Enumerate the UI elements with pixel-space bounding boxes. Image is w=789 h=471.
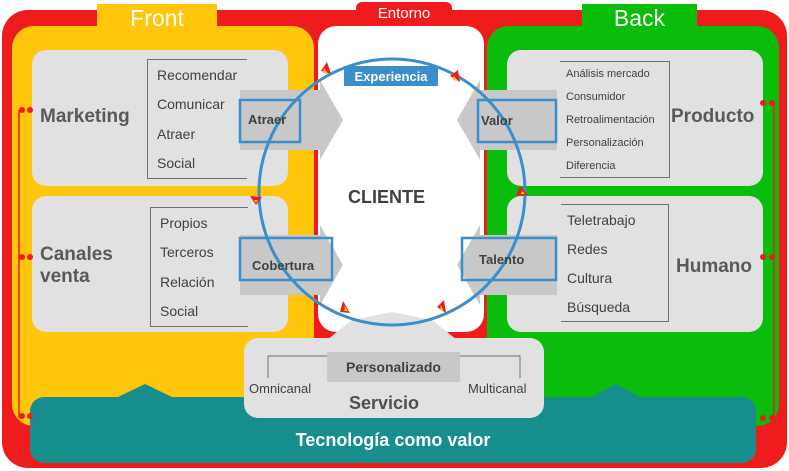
left-connector-dots	[19, 107, 33, 419]
list-item: Retroalimentación	[566, 113, 655, 126]
canales-list: Propios Terceros Relación Social	[150, 207, 248, 327]
humano-title: Humano	[676, 256, 752, 277]
cycle-marker-highlights	[254, 68, 525, 311]
list-item: Personalización	[566, 136, 644, 149]
list-item: Terceros	[160, 244, 214, 261]
valor-label: Valor	[481, 113, 513, 128]
personalizado-label: Personalizado	[327, 352, 460, 382]
list-item: Relación	[160, 273, 215, 290]
cobertura-label: Cobertura	[252, 258, 315, 273]
canales-title: Canales venta	[40, 244, 113, 288]
entorno-tab: Entorno	[356, 2, 452, 24]
list-item: Social	[157, 155, 196, 172]
cobertura-arrow	[240, 225, 343, 305]
list-item: Comunicar	[157, 96, 225, 113]
list-item: Atraer	[157, 125, 196, 142]
list-item: Propios	[160, 214, 208, 231]
producto-title: Producto	[671, 106, 755, 127]
marketing-title: Marketing	[40, 106, 130, 127]
list-item: Consumidor	[566, 90, 626, 103]
marketing-list: Recomendar Comunicar Atraer Social	[147, 59, 247, 179]
experiencia-label: Experiencia	[344, 66, 438, 86]
list-item: Recomendar	[157, 66, 238, 83]
tech-bump-right	[592, 384, 640, 397]
talento-arrow	[457, 225, 557, 305]
servicio-title: Servicio	[349, 393, 420, 413]
atraer-label: Atraer	[248, 112, 287, 127]
list-item: Diferencia	[566, 159, 616, 172]
list-item: Cultura	[567, 269, 613, 286]
canales-title-line2: venta	[40, 266, 90, 287]
canales-title-line1: Canales	[40, 244, 113, 265]
list-item: Social	[160, 303, 199, 320]
arrow-outlines	[238, 98, 558, 282]
producto-list: Análisis mercado Consumidor Retroaliment…	[560, 61, 670, 178]
right-connector-dots	[760, 100, 775, 421]
omnicanal-label: Omnicanal	[249, 381, 312, 396]
list-item: Redes	[567, 240, 608, 257]
list-item: Análisis mercado	[566, 67, 650, 80]
list-item: Búsqueda	[567, 298, 631, 315]
servicio-bracket	[267, 355, 521, 378]
humano-list: Teletrabajo Redes Cultura Búsqueda	[561, 204, 669, 322]
talento-label: Talento	[479, 252, 525, 267]
tech-bump-left	[118, 384, 172, 397]
multicanal-label: Multicanal	[468, 381, 527, 396]
cliente-label: CLIENTE	[348, 187, 426, 207]
list-item: Teletrabajo	[567, 211, 636, 228]
